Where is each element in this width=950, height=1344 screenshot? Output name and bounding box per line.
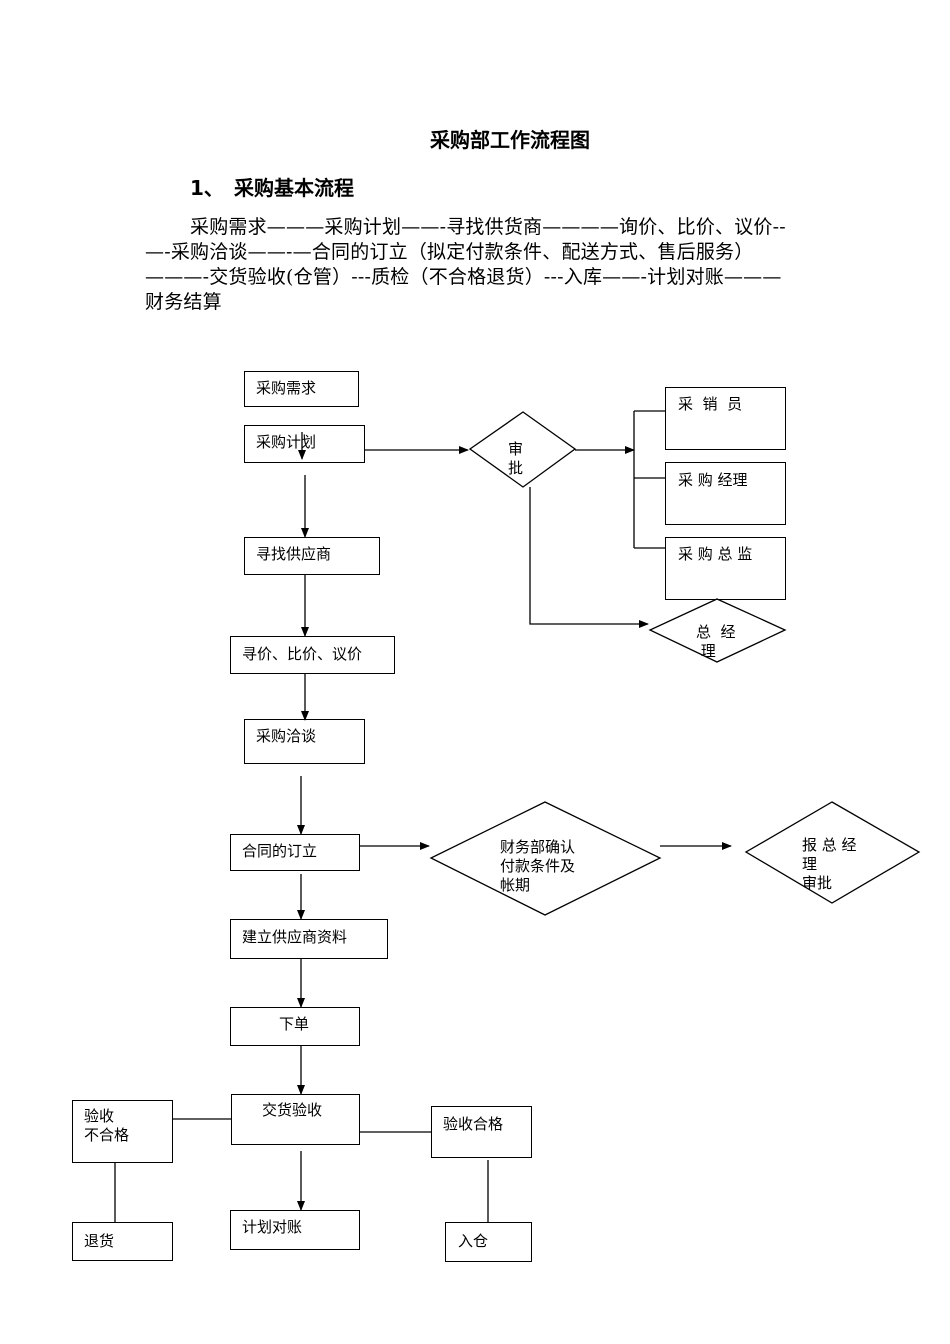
find-supplier-box: 寻找供应商 — [244, 537, 380, 575]
inquiry-label: 寻价、比价、议价 — [242, 645, 363, 663]
plan-label: 采购计划 — [256, 433, 317, 451]
contract-box: 合同的订立 — [230, 834, 360, 871]
demand-label: 采购需求 — [256, 379, 317, 397]
section-number: 1、 — [190, 176, 224, 200]
order-box: 下单 — [230, 1007, 360, 1046]
find-supplier-label: 寻找供应商 — [256, 545, 332, 563]
manager-box: 采 购 经理 — [665, 462, 786, 525]
approve-label: 审 批 — [508, 440, 524, 477]
section-heading: 1、采购基本流程 — [190, 172, 354, 201]
contract-label: 合同的订立 — [242, 842, 318, 860]
reject-inspection-box: 验收 不合格 — [72, 1100, 173, 1163]
gm-label: 总 经 理 — [696, 623, 736, 660]
director-label: 采 购 总 监 — [678, 545, 753, 563]
paragraph-line-4: 财务结算 — [145, 291, 222, 313]
salesperson-label: 采 销 员 — [678, 395, 743, 413]
reconcile-label: 计划对账 — [242, 1218, 303, 1236]
order-label: 下单 — [279, 1015, 310, 1033]
gm-approve-diamond — [744, 801, 921, 904]
negotiation-box: 采购洽谈 — [244, 719, 365, 764]
delivery-label: 交货验收 — [262, 1101, 323, 1119]
pass-inspection-label: 验收合格 — [443, 1115, 504, 1133]
paragraph-line-3: ———-交货验收(仓管）---质检（不合格退货）---入库——-计划对账——— — [145, 266, 782, 288]
finance-diamond — [429, 801, 662, 916]
process-paragraph: 采购需求———采购计划——-寻找供货商————询价、比价、议价-- —-采购洽谈… — [145, 215, 880, 315]
demand-box: 采购需求 — [244, 371, 359, 407]
paragraph-line-2: —-采购洽谈——-—合同的订立（拟定付款条件、配送方式、售后服务） — [145, 241, 754, 263]
return-label: 退货 — [84, 1232, 115, 1250]
delivery-box: 交货验收 — [231, 1094, 360, 1145]
return-box: 退货 — [72, 1222, 173, 1261]
supplier-profile-box: 建立供应商资料 — [230, 919, 388, 959]
inquiry-box: 寻价、比价、议价 — [230, 636, 395, 674]
warehouse-box: 入仓 — [445, 1222, 532, 1262]
director-box: 采 购 总 监 — [665, 537, 786, 600]
reject-inspection-label: 验收 不合格 — [84, 1107, 130, 1144]
supplier-profile-label: 建立供应商资料 — [242, 928, 348, 946]
pass-inspection-box: 验收合格 — [431, 1106, 532, 1158]
gm-diamond — [648, 598, 787, 663]
warehouse-label: 入仓 — [458, 1232, 489, 1250]
arrow-approve-gm — [529, 487, 649, 628]
paragraph-line-1: 采购需求———采购计划——-寻找供货商————询价、比价、议价-- — [190, 216, 786, 238]
reconcile-box: 计划对账 — [230, 1210, 360, 1250]
approve-diamond — [468, 411, 577, 488]
salesperson-box: 采 销 员 — [665, 387, 786, 450]
finance-label: 财务部确认 付款条件及 帐期 — [500, 838, 576, 894]
plan-box: 采购计划 — [244, 425, 365, 463]
section-title: 采购基本流程 — [234, 176, 354, 200]
manager-label: 采 购 经理 — [678, 471, 748, 489]
page-title: 采购部工作流程图 — [430, 128, 590, 152]
negotiation-label: 采购洽谈 — [256, 727, 317, 745]
gm-approve-label: 报 总 经 理 审批 — [802, 836, 857, 892]
